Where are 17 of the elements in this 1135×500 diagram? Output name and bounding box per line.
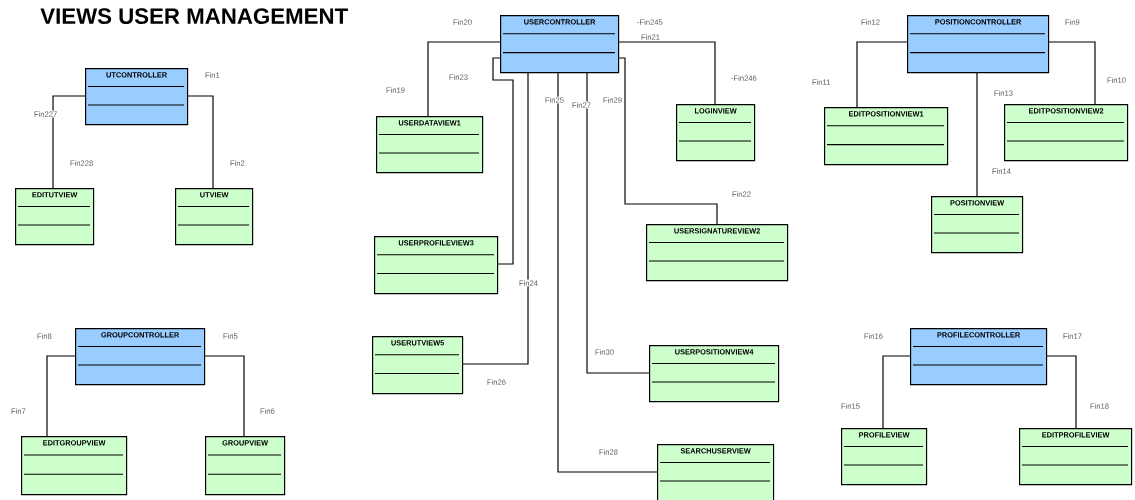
connector-line: [203, 355, 245, 437]
connector-line: [1047, 41, 1096, 105]
connector-line: [617, 57, 718, 225]
connector-line: [586, 71, 650, 374]
connector-line: [186, 95, 214, 189]
connector-line: [492, 57, 514, 265]
title: VIEWS USER MANAGEMENT: [40, 8, 348, 24]
connector-line: [856, 41, 908, 108]
connector-line: [617, 41, 716, 105]
connector-line: [52, 95, 86, 189]
connector-line: [46, 355, 76, 437]
connector-line: [557, 71, 658, 473]
connector-line: [461, 71, 529, 365]
connector-line: [427, 41, 501, 117]
connector-line: [1045, 355, 1077, 429]
connector-line: [882, 355, 911, 429]
connector-line: [976, 71, 978, 197]
